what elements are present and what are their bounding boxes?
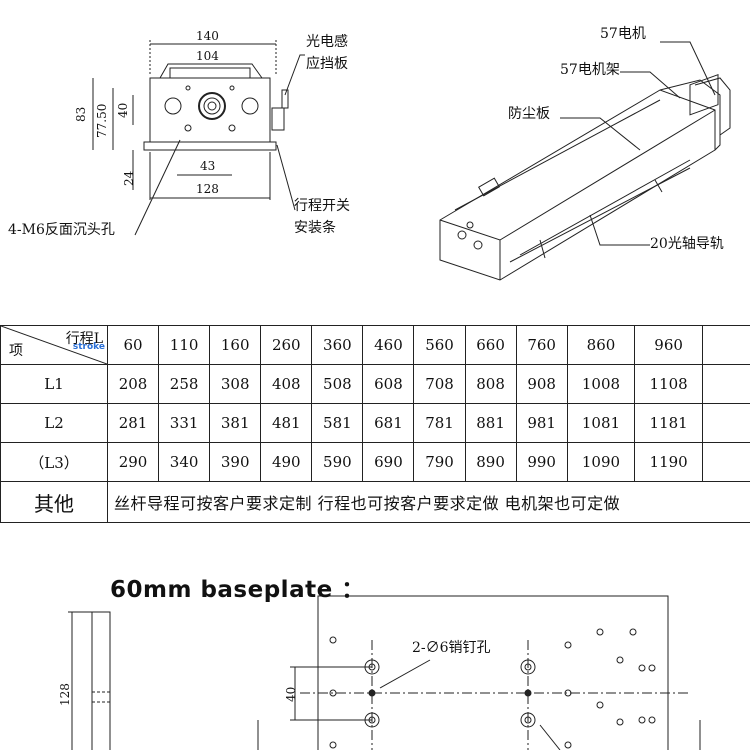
label-pin-holes: 2-∅6销钉孔 [412, 640, 491, 656]
stroke-cell: 460 [362, 325, 415, 365]
table-cell: 690 [362, 442, 415, 482]
table-cell: 608 [362, 364, 415, 404]
baseplate-dim-128: 128 [58, 683, 72, 706]
dim-77-50: 77.50 [95, 103, 109, 138]
header-item-label: 项 [9, 343, 23, 359]
table-cell: 390 [209, 442, 262, 482]
table-cell: 981 [515, 403, 568, 443]
other-text: 丝杆导程可按客户要求定制 行程也可按客户要求定做 电机架也可定做 [107, 481, 750, 523]
table-cell: 281 [106, 403, 160, 443]
row-label: （L3） [0, 442, 108, 482]
front-view-outline [92, 40, 305, 236]
table-cell: 990 [515, 442, 568, 482]
stroke-cell: 960 [634, 325, 703, 365]
table-cell: 481 [260, 403, 313, 443]
table-cell: 290 [106, 442, 160, 482]
label-sensor-line1: 光电感 [306, 34, 348, 50]
baseplate-title: 60mm baseplate ： [110, 577, 365, 603]
table-header-row: 行程L stroke 项 60 110 160 260 360 460 560 … [0, 325, 750, 365]
label-sensor-line2: 应挡板 [306, 56, 348, 72]
table-row: L2 281 331 381 481 581 681 781 881 981 1… [0, 403, 750, 443]
dim-40: 40 [116, 102, 130, 118]
dim-128: 128 [196, 182, 219, 196]
table-cell: 308 [209, 364, 262, 404]
stroke-cell: 160 [209, 325, 262, 365]
table-cell: 1181 [634, 403, 703, 443]
table-cell: 1008 [566, 364, 636, 404]
stroke-cell: 360 [311, 325, 364, 365]
table-cell: 1108 [634, 364, 703, 404]
table-cell: 781 [413, 403, 466, 443]
table-cell: 340 [158, 442, 211, 482]
table-row: （L3） 290 340 390 490 590 690 790 890 990… [0, 442, 750, 482]
dim-43: 43 [200, 159, 216, 173]
label-switch-line2: 安装条 [294, 220, 336, 236]
diagonal-line [1, 326, 107, 364]
table-cell: 590 [311, 442, 364, 482]
header-corner-cell: 行程L stroke 项 [0, 325, 108, 365]
header-stroke-watermark: stroke [72, 342, 105, 352]
other-label: 其他 [0, 481, 108, 523]
stroke-cell: 660 [464, 325, 517, 365]
baseplate-top-view [257, 595, 701, 750]
table-cell: 581 [311, 403, 364, 443]
table-cell: 408 [260, 364, 313, 404]
label-dust-cover: 防尘板 [508, 106, 550, 122]
label-switch-line1: 行程开关 [294, 198, 350, 214]
table-cell: 708 [413, 364, 466, 404]
table-cell: 808 [464, 364, 517, 404]
table-row-other: 其他 丝杆导程可按客户要求定制 行程也可按客户要求定做 电机架也可定做 [0, 481, 750, 523]
header-stroke-label: 行程L [65, 331, 103, 347]
empty-cell [702, 325, 750, 365]
stroke-cell: 560 [413, 325, 466, 365]
stroke-cell: 260 [260, 325, 313, 365]
table-cell: 331 [158, 403, 211, 443]
dim-83: 83 [74, 106, 88, 122]
table-cell: 1090 [566, 442, 636, 482]
table-cell: 1081 [566, 403, 636, 443]
table-cell: 890 [464, 442, 517, 482]
table-cell: 790 [413, 442, 466, 482]
stroke-cell: 860 [566, 325, 636, 365]
label-counterbore-holes: 4-M6反面沉头孔 [8, 222, 115, 238]
stroke-cell: 60 [106, 325, 160, 365]
empty-cell [702, 403, 750, 443]
iso-view-outline [439, 41, 731, 281]
table-cell: 681 [362, 403, 415, 443]
stroke-cell: 110 [158, 325, 211, 365]
table-row: L1 208 258 308 408 508 608 708 808 908 1… [0, 364, 750, 404]
label-rail: 20光轴导轨 [650, 236, 724, 252]
stroke-cell: 760 [515, 325, 568, 365]
dim-104: 104 [196, 49, 219, 63]
table-cell: 908 [515, 364, 568, 404]
baseplate-side-view [68, 611, 111, 750]
table-cell: 381 [209, 403, 262, 443]
label-motor-frame: 57电机架 [560, 62, 620, 78]
table-cell: 490 [260, 442, 313, 482]
spec-table: 行程L stroke 项 60 110 160 260 360 460 560 … [0, 325, 750, 523]
label-motor: 57电机 [600, 26, 646, 42]
dim-24: 24 [122, 170, 136, 186]
table-cell: 258 [158, 364, 211, 404]
table-cell: 1190 [634, 442, 703, 482]
baseplate-dim-40: 40 [284, 686, 298, 702]
table-cell: 508 [311, 364, 364, 404]
row-label: L2 [0, 403, 108, 443]
empty-cell [702, 364, 750, 404]
table-cell: 881 [464, 403, 517, 443]
table-cell: 208 [106, 364, 160, 404]
empty-cell [702, 442, 750, 482]
dim-140: 140 [196, 29, 219, 43]
row-label: L1 [0, 364, 108, 404]
